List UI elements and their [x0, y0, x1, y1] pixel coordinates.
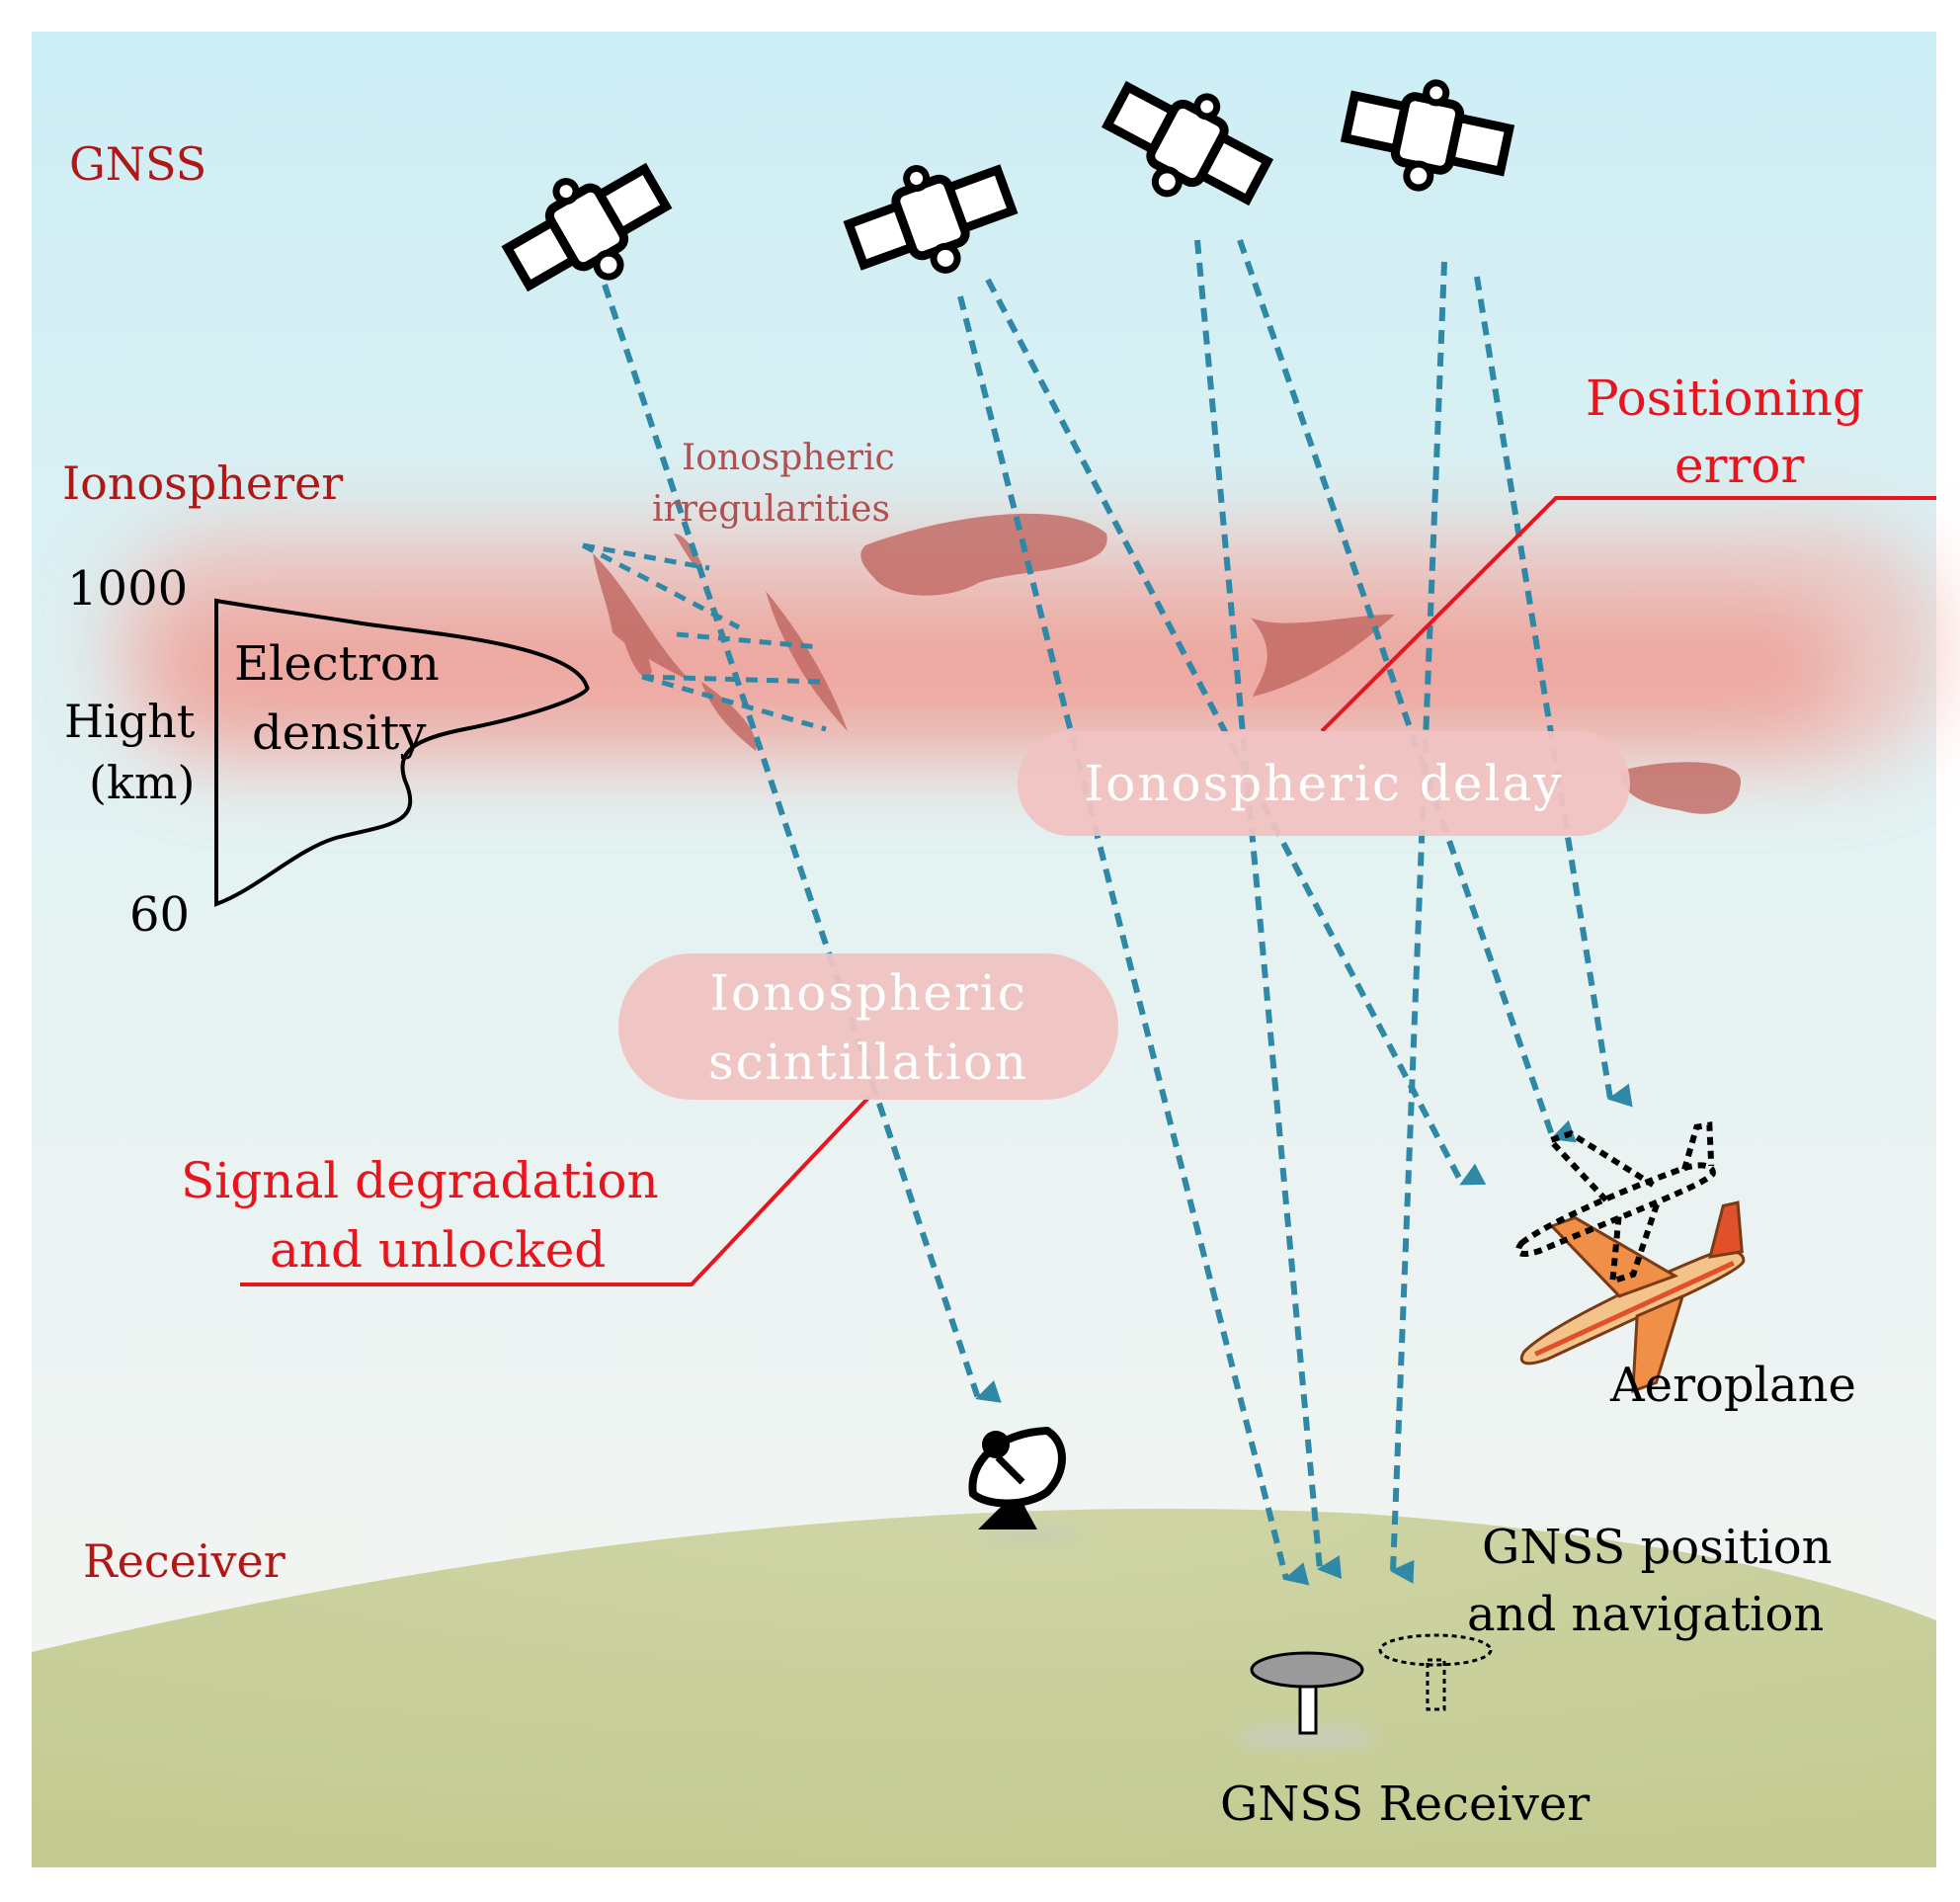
aeroplane-label: Aeroplane	[1609, 1358, 1856, 1413]
satellite-icon	[843, 164, 1019, 274]
gnss-receiver-label: GNSS Receiver	[1220, 1777, 1590, 1832]
positioning-error-label-2: error	[1674, 437, 1804, 494]
electron-density-profile	[214, 598, 590, 907]
gnss-antenna-ghost-icon	[1378, 1633, 1493, 1711]
ionospheric-delay-label: Ionospheric delay	[1084, 755, 1563, 812]
gnss-navigation-label-2: and navigation	[1467, 1587, 1824, 1642]
scintillation-label-2: scintillation	[708, 1034, 1028, 1091]
signal-degradation-label-2: and unlocked	[270, 1221, 606, 1279]
satellite-icon	[501, 162, 673, 292]
satellite-icon	[1340, 79, 1515, 192]
ground	[32, 1508, 1936, 1867]
signal-path	[1390, 261, 1447, 1584]
signal-path	[1474, 276, 1633, 1108]
irregularities-label-2: irregularities	[652, 489, 890, 530]
scintillation-label: Ionospheric	[709, 964, 1027, 1022]
signal-path	[602, 284, 1002, 1403]
dish-antenna-icon	[968, 1426, 1080, 1544]
scale-top-label: 1000	[67, 561, 188, 617]
height-label: Hight	[64, 695, 196, 748]
gnss-antenna-icon	[1236, 1651, 1378, 1749]
signal-degradation-leader	[240, 1095, 871, 1286]
ionospheric-delay-bubble	[1018, 731, 1630, 836]
ionospheric-irregularity-blobs	[593, 513, 1741, 814]
electron-density-label: Electron	[234, 636, 440, 692]
aeroplane-icon	[1519, 1200, 1746, 1394]
height-unit-label: (km)	[89, 756, 195, 809]
positioning-error-leader	[1320, 496, 1936, 733]
satellite-icon	[1101, 80, 1274, 207]
ionosphere-label: Ionospherer	[62, 456, 343, 510]
signal-path	[1194, 239, 1343, 1580]
scale-bottom-label: 60	[129, 887, 190, 943]
aeroplane-ghost-icon	[1515, 1121, 1716, 1285]
scattered-signal-dashes	[581, 542, 827, 732]
positioning-error-label: Positioning	[1586, 370, 1864, 427]
irregularities-label: Ionospheric	[682, 438, 895, 478]
signal-degradation-label: Signal degradation	[181, 1152, 659, 1209]
gnss-label: GNSS	[69, 137, 206, 191]
gnss-navigation-label: GNSS position	[1482, 1520, 1833, 1575]
ionospheric-scintillation-bubble	[618, 953, 1118, 1100]
receiver-label: Receiver	[83, 1534, 286, 1588]
electron-density-label-2: density	[252, 705, 426, 761]
annotation-lines	[240, 496, 1936, 1286]
signal-path	[957, 295, 1310, 1586]
